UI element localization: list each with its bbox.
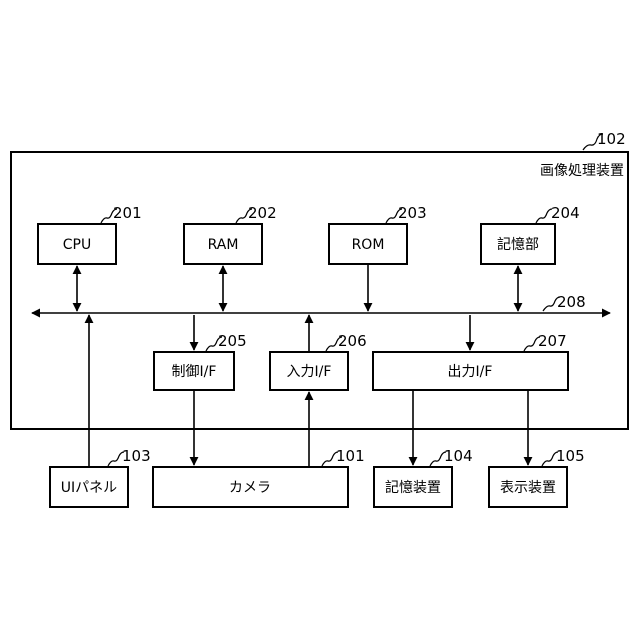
ref-202: 202: [248, 204, 277, 222]
ref-204: 204: [551, 204, 580, 222]
display-device-label: 表示装置: [500, 480, 556, 496]
device-title: 画像処理装置: [540, 163, 624, 179]
ref-104: 104: [444, 447, 473, 465]
cpu-label: CPU: [63, 237, 91, 253]
ref-103: 103: [122, 447, 151, 465]
ref-205: 205: [218, 332, 247, 350]
control-if-label: 制御I/F: [172, 364, 217, 380]
storage-device-label: 記憶装置: [385, 479, 441, 496]
ref-207: 207: [538, 332, 567, 350]
rom-label: ROM: [352, 237, 385, 253]
ref-203: 203: [398, 204, 427, 222]
ref-206: 206: [338, 332, 367, 350]
ref-101: 101: [336, 447, 365, 465]
input-if-label: 入力I/F: [287, 364, 332, 380]
ram-label: RAM: [208, 237, 239, 253]
ref-102: 102: [597, 130, 626, 148]
ref-201: 201: [113, 204, 142, 222]
ui-panel-label: UIパネル: [61, 480, 117, 496]
ref-208: 208: [557, 293, 586, 311]
storage-unit-label: 記憶部: [497, 236, 539, 253]
output-if-label: 出力I/F: [448, 364, 493, 380]
camera-label: カメラ: [229, 480, 271, 496]
ref-105: 105: [556, 447, 585, 465]
